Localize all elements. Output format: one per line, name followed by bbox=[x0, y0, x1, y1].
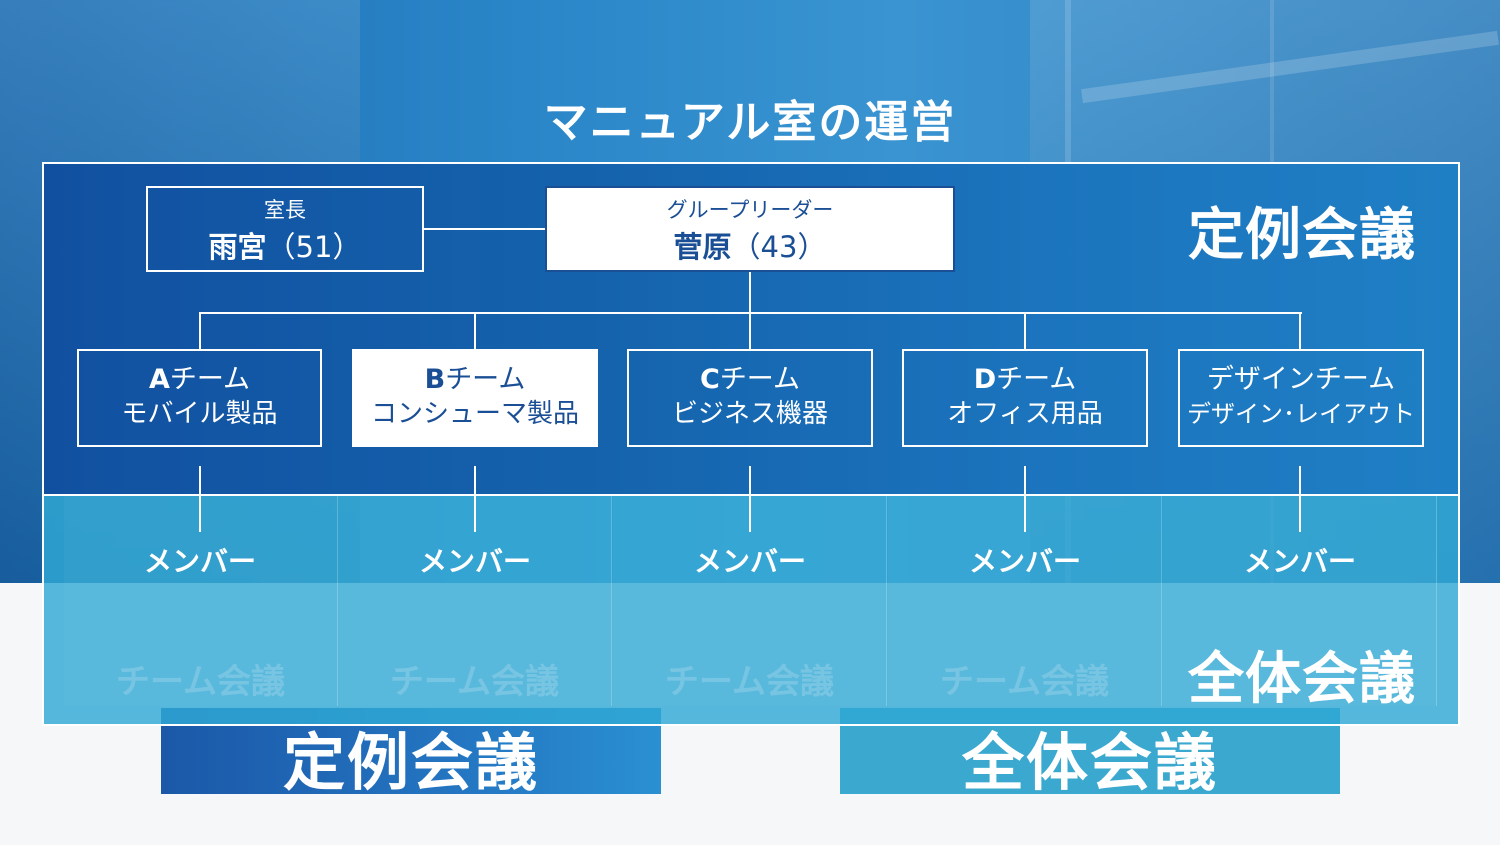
member-connector bbox=[1299, 466, 1301, 532]
connector-line bbox=[1024, 312, 1026, 350]
team-meeting-ghost: チーム会議 bbox=[390, 662, 559, 702]
team-desc: モバイル製品 bbox=[121, 399, 278, 429]
team-column bbox=[613, 496, 887, 706]
team-meeting-ghost: チーム会議 bbox=[940, 662, 1109, 702]
team-a-box: Aチーム モバイル製品 bbox=[77, 349, 322, 447]
member-connector bbox=[1024, 466, 1026, 532]
connector-line bbox=[749, 270, 751, 314]
chief-role: 室長 bbox=[264, 198, 306, 222]
leader-age: （43） bbox=[731, 230, 827, 264]
leader-box: グループリーダー 菅原（43） bbox=[545, 186, 955, 272]
bottom-regular-label: 定例会議 bbox=[282, 726, 539, 799]
member-connector bbox=[199, 466, 201, 532]
bottom-general-label: 全体会議 bbox=[961, 726, 1218, 799]
design-team-box: デザインチーム デザイン･レイアウト bbox=[1178, 349, 1424, 447]
connector-line bbox=[474, 312, 476, 350]
connector-line bbox=[422, 228, 546, 230]
team-column bbox=[888, 496, 1162, 706]
team-c-box: Cチーム ビジネス機器 bbox=[627, 349, 873, 447]
team-suffix: デザインチーム bbox=[1206, 364, 1396, 395]
team-b-box: Bチーム コンシューマ製品 bbox=[352, 349, 598, 447]
connector-line bbox=[199, 312, 201, 350]
team-suffix: チーム bbox=[996, 364, 1077, 395]
team-meeting-ghost: チーム会議 bbox=[116, 662, 285, 702]
team-column bbox=[338, 496, 612, 706]
general-meeting-label: 全体会議 bbox=[1188, 647, 1416, 712]
team-suffix: チーム bbox=[445, 364, 526, 395]
chief-name: 雨宮 bbox=[208, 230, 267, 264]
team-column bbox=[64, 496, 338, 706]
team-letter: A bbox=[148, 364, 170, 395]
team-letter: C bbox=[699, 364, 720, 395]
team-column bbox=[1163, 496, 1437, 706]
member-label: メンバー bbox=[143, 545, 256, 578]
chief-box: 室長 雨宮（51） bbox=[146, 186, 424, 272]
team-meeting-ghost: チーム会議 bbox=[665, 662, 834, 702]
team-d-box: Dチーム オフィス用品 bbox=[902, 349, 1148, 447]
team-suffix: チーム bbox=[169, 364, 251, 395]
team-letter: D bbox=[973, 364, 997, 395]
leader-role: グループリーダー bbox=[666, 198, 834, 222]
team-letter: B bbox=[424, 364, 446, 395]
team-desc: オフィス用品 bbox=[947, 399, 1103, 429]
member-label: メンバー bbox=[968, 545, 1081, 578]
team-desc: ビジネス機器 bbox=[671, 399, 828, 429]
members-panel: チーム会議 チーム会議 チーム会議 チーム会議 bbox=[42, 494, 1460, 726]
member-label: メンバー bbox=[1243, 545, 1356, 578]
connector-line bbox=[749, 312, 751, 350]
team-desc: デザイン･レイアウト bbox=[1187, 400, 1415, 428]
member-label: メンバー bbox=[418, 545, 531, 578]
leader-name: 菅原 bbox=[673, 230, 732, 264]
member-connector bbox=[474, 466, 476, 532]
regular-meeting-label: 定例会議 bbox=[1188, 203, 1416, 268]
member-connector bbox=[749, 466, 751, 532]
page-title: マニュアル室の運営 bbox=[543, 97, 957, 148]
chief-age: （51） bbox=[266, 230, 362, 264]
connector-line bbox=[1299, 312, 1301, 350]
team-desc: コンシューマ製品 bbox=[370, 399, 579, 429]
member-label: メンバー bbox=[693, 545, 806, 578]
team-suffix: チーム bbox=[719, 364, 801, 395]
